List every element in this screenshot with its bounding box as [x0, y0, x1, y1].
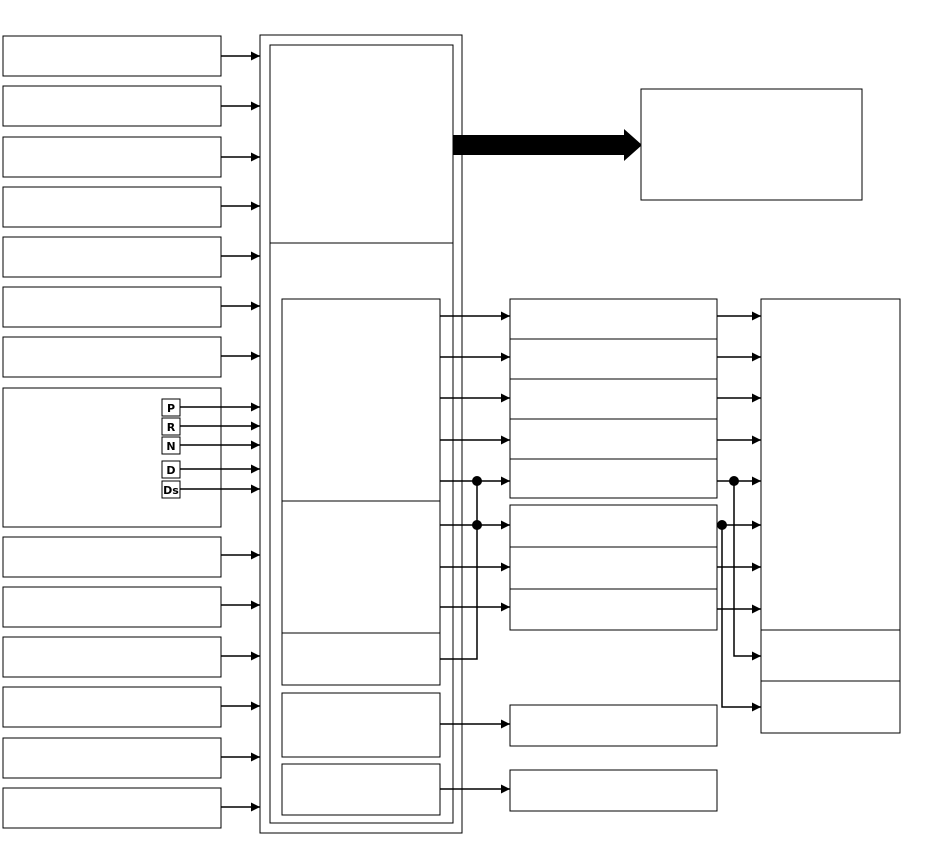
- driver-7: [509, 546, 718, 590]
- shift-label-d: D: [166, 464, 175, 477]
- driver-stack-2: [509, 504, 718, 631]
- driver-4: [509, 418, 718, 460]
- input-block-3: [2, 136, 222, 178]
- shift-label-r: R: [167, 421, 176, 434]
- input-block-2: [2, 85, 222, 127]
- shift-selector-block: [2, 387, 222, 528]
- driver-9: [509, 704, 718, 747]
- controller-module-a: [281, 298, 441, 686]
- input-block-1: [2, 35, 222, 77]
- controller-module-b: [281, 692, 441, 758]
- driver-3: [509, 378, 718, 420]
- shift-label-n: N: [166, 440, 175, 453]
- junction-dot-2: [472, 520, 482, 530]
- input-block-12: [2, 686, 222, 728]
- input-block-4: [2, 186, 222, 228]
- input-block-13: [2, 737, 222, 779]
- driver-1: [509, 298, 718, 340]
- main-output-arrow: [453, 129, 642, 161]
- shift-label-ds: Ds: [163, 484, 179, 497]
- shift-label-p: P: [167, 402, 175, 415]
- driver-5: [509, 458, 718, 499]
- driver-2: [509, 338, 718, 380]
- shift-position-labels: P R N D Ds: [161, 398, 181, 499]
- driver-10: [509, 769, 718, 812]
- controller-module-c: [281, 763, 441, 816]
- input-block-7: [2, 336, 222, 378]
- controller-to-driver-arrows: [440, 311, 510, 794]
- input-block-14: [2, 787, 222, 829]
- input-blocks: [2, 35, 222, 829]
- input-block-9: [2, 536, 222, 578]
- junction-dot-1: [472, 476, 482, 486]
- input-block-5: [2, 236, 222, 278]
- input-arrows: [180, 51, 260, 812]
- driver-to-actuator-arrows: [717, 311, 761, 712]
- input-block-10: [2, 586, 222, 628]
- actuator-main: [760, 298, 901, 734]
- input-block-6: [2, 286, 222, 328]
- display-block: [640, 88, 863, 201]
- driver-stack-1: [509, 298, 718, 499]
- driver-6: [509, 504, 718, 548]
- actuator-block: [760, 298, 901, 734]
- driver-8: [509, 588, 718, 631]
- input-block-11: [2, 636, 222, 678]
- controller: [259, 34, 463, 834]
